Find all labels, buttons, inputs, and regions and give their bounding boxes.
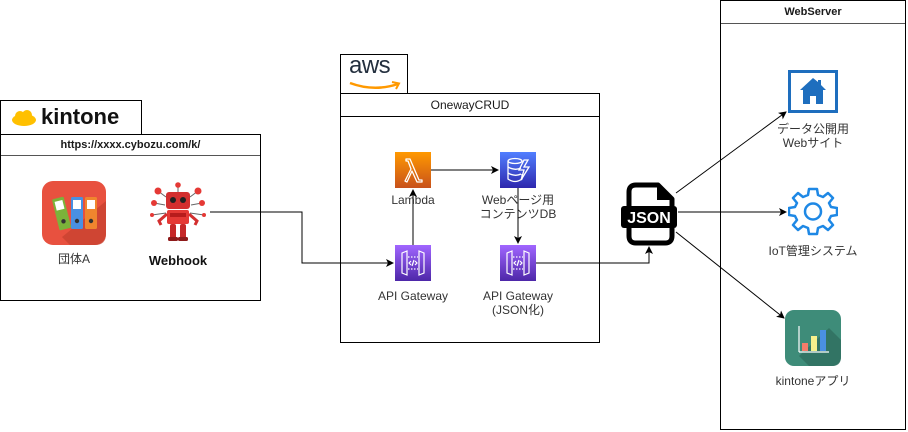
lambda-icon[interactable] [395,152,431,188]
aws-onewaycrud-group: OnewayCRUD [340,93,600,343]
aws-smile-icon [349,81,401,90]
kintone-logo-box: kintone [0,100,142,135]
app-label-dantai: 団体A [57,252,90,266]
kintone-cloud-icon [12,110,36,126]
dynamodb-icon[interactable] [500,152,536,188]
api-gateway-json-label-line1: API Gateway [482,289,554,303]
json-file-icon[interactable]: JSON [620,182,680,246]
chart-app-icon[interactable] [785,310,841,366]
dynamodb-label: Webページ用 コンテンツDB [470,193,566,221]
kintone-group: https://xxxx.cybozu.com/k/ [0,134,261,301]
home-icon[interactable] [788,70,838,113]
website-label: データ公開用 Webサイト [768,122,858,150]
kintone-url: https://xxxx.cybozu.com/k/ [60,139,201,151]
api-gateway-json-label-line2: (JSON化) [492,303,544,317]
api-gateway-icon[interactable] [395,245,431,281]
kintone-url-header: https://xxxx.cybozu.com/k/ [1,135,260,156]
website-label-line2: Webサイト [782,136,844,150]
aws-group-title: OnewayCRUD [341,94,599,117]
iot-label: IoT管理システム [768,244,858,258]
website-label-line1: データ公開用 [776,122,849,136]
json-file-text: JSON [627,210,671,227]
binders-app-icon[interactable] [42,181,106,245]
webhook-label: Webhook [148,253,208,268]
dynamodb-label-line1: Webページ用 [481,193,555,207]
webserver-header: WebServer [721,1,905,24]
kintone-app-label: kintoneアプリ [775,374,851,388]
api-gateway-label: API Gateway [377,289,449,303]
gear-icon[interactable] [788,186,838,236]
dynamodb-label-line2: コンテンツDB [479,207,557,221]
aws-logo-text: aws [349,52,391,79]
aws-group-title-text: OnewayCRUD [430,98,510,112]
lambda-label: Lambda [391,193,435,207]
aws-logo-box: aws [340,52,408,94]
webserver-title: WebServer [784,6,842,18]
api-gateway-json-icon[interactable] [500,245,536,281]
api-gateway-json-label: API Gateway (JSON化) [478,289,558,317]
kintone-logo-text: kintone [41,104,120,129]
robot-icon[interactable] [148,181,208,243]
